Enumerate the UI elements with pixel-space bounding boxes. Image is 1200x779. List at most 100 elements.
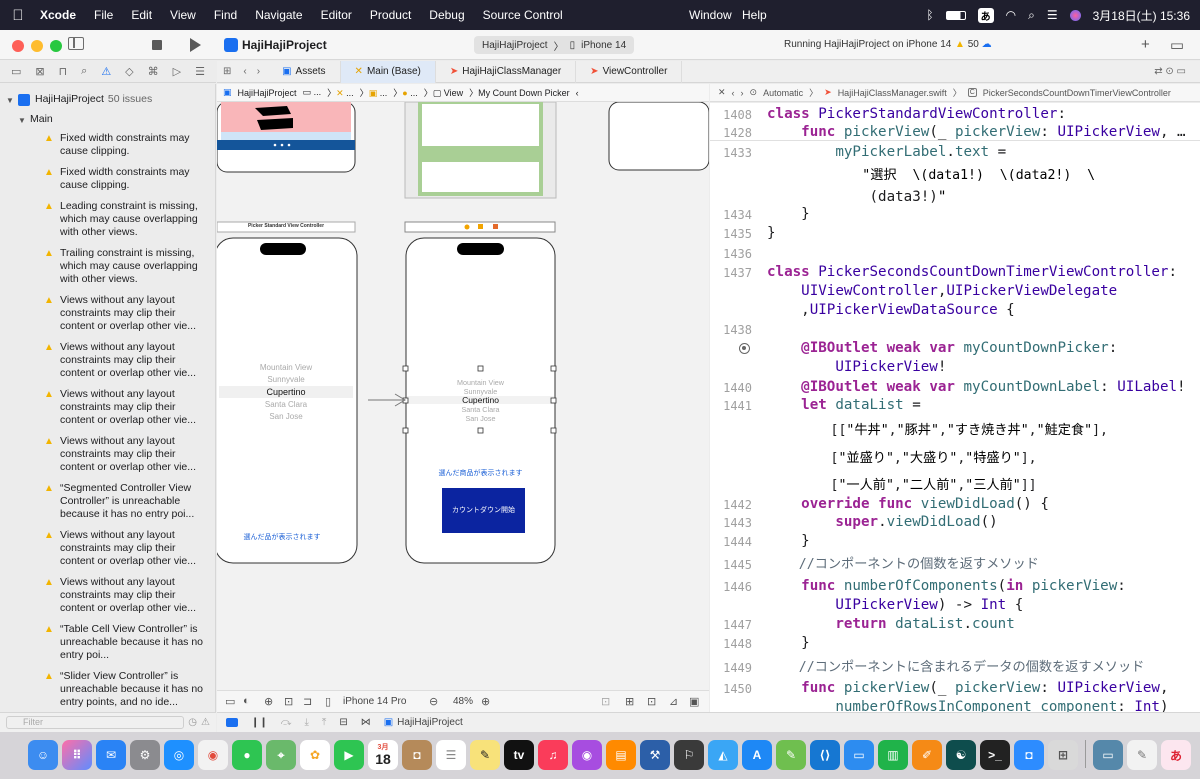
line-number[interactable]: 1447	[723, 618, 752, 632]
view-debugger-icon[interactable]: ⊟	[339, 717, 348, 728]
disclosure-down-icon[interactable]: ▼	[18, 116, 26, 125]
device-selector[interactable]: iPhone 14 Pro	[343, 696, 407, 707]
document-outline-icon[interactable]: ▭	[225, 696, 236, 708]
github-desktop-icon[interactable]: ☯	[946, 740, 976, 770]
issue-project-row[interactable]: ▼ HajiHajiProject 50 issues	[0, 84, 215, 110]
issue-item[interactable]: ▲“Segmented Controller View Controller” …	[0, 480, 215, 523]
messages-icon[interactable]: ●	[232, 740, 262, 770]
trash-icon[interactable]: 🗑	[1195, 740, 1200, 770]
jump-controller[interactable]: 〉● ...	[393, 88, 418, 98]
preview-icon[interactable]: ▭	[1093, 740, 1123, 770]
zoom-level[interactable]: 48%	[453, 696, 474, 707]
tab-hajihaji-class-manager[interactable]: ➤HajiHajiClassManager	[436, 60, 577, 83]
debug-target[interactable]: HajiHajiProject	[397, 717, 463, 728]
back-icon[interactable]: ‹	[731, 87, 735, 98]
menu-view[interactable]: View	[170, 8, 196, 22]
forward-icon[interactable]: ›	[256, 66, 261, 77]
issue-item[interactable]: ▲“Table Cell View Controller” is unreach…	[0, 621, 215, 664]
issue-group-row[interactable]: ▼ Main	[0, 110, 215, 130]
outlet-connected-icon[interactable]	[739, 343, 750, 354]
line-number[interactable]: 1442	[723, 498, 752, 512]
issue-item[interactable]: ▲Views without any layout constraints ma…	[0, 527, 215, 570]
pause-icon[interactable]: ❙❙	[251, 717, 268, 728]
line-number[interactable]: 1438	[723, 323, 752, 337]
jump-symbol[interactable]: PickerSecondsCountDownTimerViewControlle…	[982, 87, 1171, 98]
script-editor-icon[interactable]: ✎	[776, 740, 806, 770]
line-number[interactable]: 1436	[723, 247, 752, 261]
test-icon[interactable]: ◇	[125, 66, 134, 78]
line-number[interactable]: 1433	[723, 146, 752, 160]
jump-file[interactable]: HajiHajiClassManager.swift	[837, 87, 947, 98]
xcode-icon[interactable]: ⚒	[640, 740, 670, 770]
japanese-input-icon[interactable]: あ	[1161, 740, 1191, 770]
calculator-icon[interactable]: ⊞	[1048, 740, 1078, 770]
maps-icon[interactable]: ⌖	[266, 740, 296, 770]
line-number[interactable]: 1448	[723, 637, 752, 651]
mail-icon[interactable]: ✉	[96, 740, 126, 770]
menu-clock[interactable]: 3月18日(土) 15:36	[1092, 8, 1190, 23]
countdown-start-button[interactable]: カウントダウン開始	[452, 507, 515, 514]
contacts-icon[interactable]: ◘	[402, 740, 432, 770]
symbol-icon[interactable]: ⊓	[58, 66, 68, 78]
forward-icon[interactable]: ›	[740, 87, 744, 98]
line-number[interactable]: 1450	[723, 682, 752, 696]
simulator-icon[interactable]: ◭	[708, 740, 738, 770]
issue-item[interactable]: ▲Views without any layout constraints ma…	[0, 339, 215, 382]
zoom-out-icon[interactable]: ⊖	[429, 696, 439, 708]
step-over-icon[interactable]: ⤼	[280, 717, 292, 728]
textedit-icon[interactable]: ✎	[1127, 740, 1157, 770]
orientation-icon[interactable]: ⊕	[264, 696, 274, 708]
line-number[interactable]: 1444	[723, 535, 752, 549]
line-number[interactable]: 1443	[723, 516, 752, 530]
close-editor-icon[interactable]: ✕	[718, 87, 726, 97]
close-window-button[interactable]	[12, 40, 24, 52]
appearance-icon[interactable]: ◐	[243, 695, 250, 707]
menu-help[interactable]: Help	[742, 8, 767, 22]
menu-file[interactable]: File	[94, 8, 114, 22]
jump-picker[interactable]: 〉My Count Down Picker	[469, 88, 570, 98]
vscode-icon[interactable]: ⟨⟩	[810, 740, 840, 770]
issue-navigator-icon[interactable]: ⚠	[101, 66, 112, 78]
code-editor[interactable]: 1433 myPickerLabel.text = "選択 \(data1!) …	[710, 103, 1200, 712]
add-constraints-icon[interactable]: ⊡	[647, 696, 657, 708]
navigator-toggle-icon[interactable]	[68, 37, 84, 50]
step-in-icon[interactable]: ⤓	[304, 717, 309, 728]
issue-item[interactable]: ▲Views without any layout constraints ma…	[0, 386, 215, 429]
menu-source-control[interactable]: Source Control	[482, 8, 563, 22]
apple-tv-icon[interactable]: tv	[504, 740, 534, 770]
jump-storyboard[interactable]: 〉✕ ...	[327, 88, 354, 98]
add-library-icon[interactable]: +	[1141, 36, 1150, 53]
issue-item[interactable]: ▲Views without any layout constraints ma…	[0, 292, 215, 335]
grid-icon[interactable]: ⊞	[223, 66, 232, 77]
find-icon[interactable]: ⌕	[81, 65, 88, 77]
launchpad-icon[interactable]: ⠿	[62, 740, 92, 770]
line-number[interactable]: 1446	[723, 580, 752, 594]
run-button[interactable]	[190, 38, 201, 52]
keynote-icon[interactable]: ▭	[844, 740, 874, 770]
system-settings-icon[interactable]: ⚙	[130, 740, 160, 770]
minimize-window-button[interactable]	[31, 40, 43, 52]
wifi-icon[interactable]: ◠	[1005, 8, 1017, 22]
debug-area-toggle-icon[interactable]	[226, 718, 238, 727]
line-number[interactable]: 1440	[723, 381, 752, 395]
issue-item[interactable]: ▲Trailing constraint is missing, which m…	[0, 245, 215, 288]
issue-filter-icon[interactable]: ⚠	[201, 717, 210, 728]
tab-main-storyboard[interactable]: ✕Main (Base)	[340, 60, 436, 83]
menu-editor[interactable]: Editor	[320, 8, 352, 22]
terminal-icon[interactable]: >_	[980, 740, 1010, 770]
folder-icon[interactable]: ▭	[10, 66, 22, 78]
filter-input[interactable]: Filter	[6, 716, 185, 729]
tab-view-controller[interactable]: ➤ViewController	[576, 60, 683, 83]
menu-edit[interactable]: Edit	[131, 8, 153, 22]
line-number[interactable]: 1449	[723, 661, 752, 675]
breakpoint-icon[interactable]: ▷	[172, 66, 182, 78]
jump-folder[interactable]: ▭ ...	[302, 87, 322, 97]
line-number[interactable]: 1435	[723, 227, 752, 241]
instruments-icon[interactable]: ⚐	[674, 740, 704, 770]
menu-find[interactable]: Find	[213, 8, 238, 22]
step-out-icon[interactable]: ⤒	[321, 717, 327, 728]
align-icon[interactable]: ⊞	[625, 696, 635, 708]
